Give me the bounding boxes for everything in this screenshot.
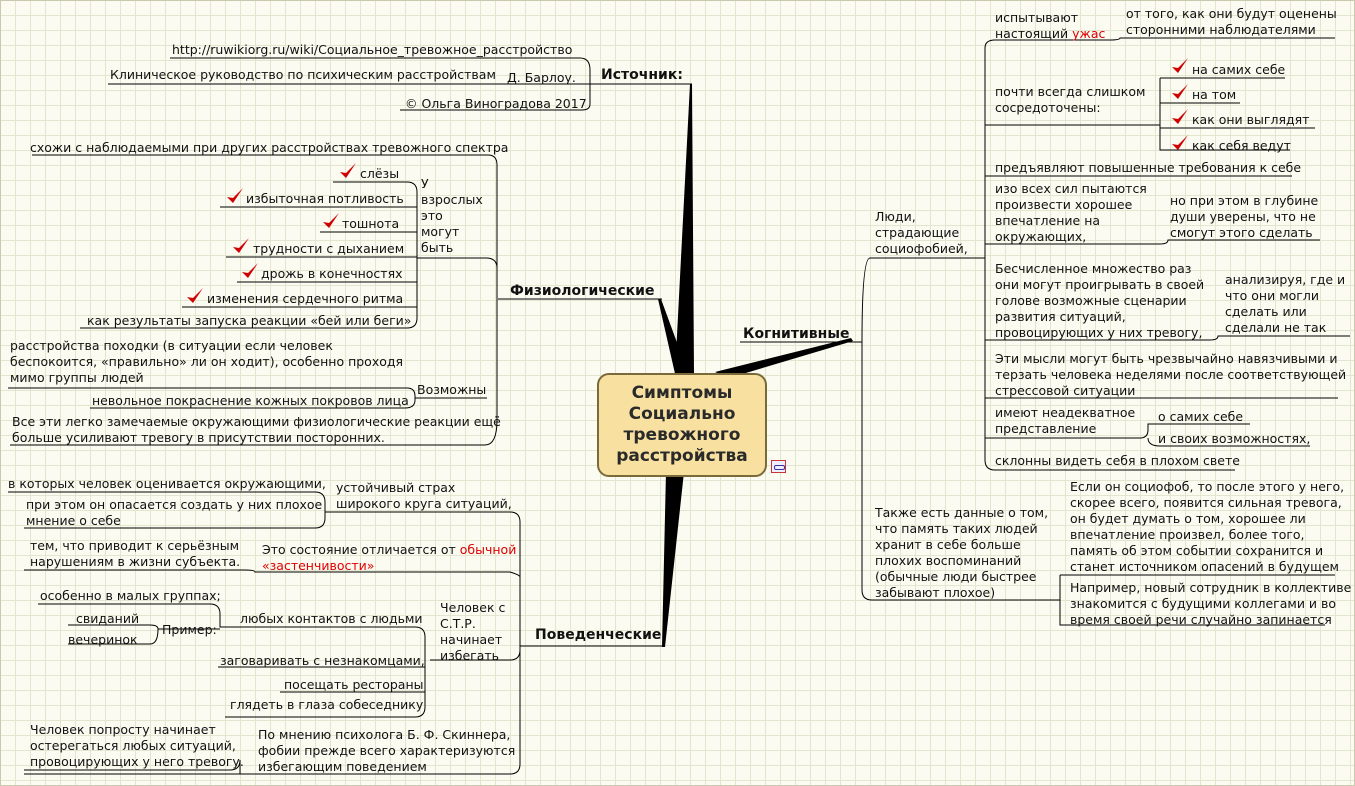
behav-beware[interactable]: Человек попросту начинает остерегаться л… [30, 722, 244, 769]
check-icon [187, 288, 203, 303]
physio-gait[interactable]: расстройства походки (в ситуации если че… [10, 338, 404, 385]
check-icon [1172, 135, 1188, 150]
check-icon [323, 213, 339, 228]
behav-evaluated[interactable]: в которых человек оценивается окружающим… [8, 476, 326, 491]
cog-focus-item[interactable]: на том [1192, 87, 1237, 102]
behav-small-groups[interactable]: особенно в малых группах; [40, 588, 221, 603]
physio-item[interactable]: слёзы [360, 166, 400, 181]
central-topic[interactable]: Симптомы Социально тревожного расстройст… [597, 373, 767, 477]
cog-obsessive[interactable]: Эти мысли могут быть чрезвычайно навязчи… [995, 351, 1347, 398]
check-icon [233, 238, 249, 253]
cog-of-self[interactable]: о самих себе [1158, 409, 1244, 424]
cog-scenarios[interactable]: Бесчисленное множество раз они могут про… [995, 261, 1205, 340]
physio-noticed[interactable]: Все эти легко замечаемые окружающими физ… [12, 414, 501, 445]
physio-item[interactable]: избыточная потливость [246, 191, 404, 206]
check-icon [1172, 84, 1188, 99]
behav-eyes[interactable]: глядеть в глаза собеседнику [230, 697, 424, 712]
check-icon [242, 263, 258, 278]
source-guide[interactable]: Клиническое руководство по психическим р… [110, 67, 496, 82]
check-icon [1172, 58, 1188, 73]
behav-contacts[interactable]: любых контактов с людьми [240, 611, 423, 626]
behav-bad-opinion[interactable]: при этом он опасается создать у них плох… [26, 497, 323, 528]
behav-strangers[interactable]: заговаривать с незнакомцами, [220, 653, 425, 668]
behav-differs-text: Это состояние отличается от [262, 542, 460, 557]
physio-item[interactable]: тошнота [342, 216, 400, 231]
physio-fight[interactable]: как результаты запуска реакции «бей или … [87, 313, 412, 328]
branch-cog[interactable]: Когнитивные [743, 326, 850, 342]
cog-bad-light[interactable]: склонны видеть себя в плохом свете [995, 453, 1240, 468]
cog-inadequate[interactable]: имеют неадекватное представление [995, 405, 1136, 436]
cog-if-phobe[interactable]: Если он социофоб, то после этого у него,… [1070, 479, 1345, 574]
behav-example[interactable]: Пример: [162, 622, 217, 637]
physio-adults[interactable]: У взрослых это могут быть [421, 176, 483, 255]
cog-memory[interactable]: Также есть данные о том, что память таки… [875, 505, 1049, 600]
behav-fear[interactable]: устойчивый страх широкого круга ситуаций… [336, 480, 512, 511]
cog-abilities[interactable]: и своих возможностях, [1158, 431, 1311, 446]
cog-focused[interactable]: почти всегда слишком сосредоточены: [995, 84, 1146, 115]
cog-example[interactable]: Например, новый сотрудник в коллективе з… [1070, 580, 1352, 627]
behav-serious[interactable]: тем, что приводит к серьёзным нарушениям… [30, 538, 241, 569]
cog-people[interactable]: Люди, страдающие социофобией, [875, 209, 968, 256]
cog-horror[interactable]: испытывают настоящий ужас [995, 10, 1105, 42]
cog-focus-item[interactable]: как они выглядят [1192, 112, 1310, 127]
check-icon [227, 188, 243, 203]
cog-impress[interactable]: изо всех сил пытаются произвести хорошее… [995, 181, 1147, 244]
physio-blush[interactable]: невольное покраснение кожных покровов ли… [92, 393, 409, 408]
cog-judged[interactable]: от того, как они будут оценены сторонним… [1126, 6, 1337, 37]
check-icon [340, 163, 356, 178]
link-icon[interactable] [771, 460, 786, 473]
behav-differs[interactable]: Это состояние отличается от обычной «зас… [262, 542, 516, 574]
behav-restaurants[interactable]: посещать рестораны [284, 677, 424, 692]
check-icon [1172, 109, 1188, 124]
source-url[interactable]: http://ruwikiorg.ru/wiki/Социальное_трев… [172, 42, 573, 57]
behav-skinner[interactable]: По мнению психолога Б. Ф. Скиннера, фоби… [258, 727, 516, 774]
behav-avoids[interactable]: Человек с С.Т.Р. начинает избегать [440, 600, 506, 663]
cog-analyzing[interactable]: анализируя, где и что они могли сделать … [1225, 272, 1346, 335]
cog-focus-item[interactable]: на самих себе [1192, 62, 1286, 77]
source-copyright[interactable]: © Ольга Виноградова 2017 [405, 96, 587, 111]
branch-source[interactable]: Источник: [601, 67, 683, 83]
cog-but-deep[interactable]: но при этом в глубине души уверены, что … [1170, 193, 1319, 240]
physio-similar[interactable]: схожи с наблюдаемыми при других расстрой… [30, 140, 509, 155]
behav-differs-red: обычной «застенчивости» [262, 542, 517, 573]
behav-dates[interactable]: свиданий [76, 611, 140, 626]
source-author[interactable]: Д. Барлоу. [507, 70, 576, 85]
physio-item[interactable]: дрожь в конечностях [261, 266, 403, 281]
branch-physio[interactable]: Физиологические [510, 283, 655, 299]
branch-behav[interactable]: Поведенческие [535, 627, 662, 643]
cog-horror-red: ужас [1072, 26, 1106, 41]
cog-horror-text: испытывают настоящий [995, 10, 1079, 41]
physio-item[interactable]: изменения сердечного ритма [207, 291, 404, 306]
cog-focus-item[interactable]: как себя ведут [1192, 138, 1291, 153]
cog-demands[interactable]: предъявляют повышенные требования к себе [995, 160, 1302, 175]
behav-parties[interactable]: вечеринок [68, 632, 138, 647]
physio-possible[interactable]: Возможны [417, 382, 487, 397]
physio-item[interactable]: трудности с дыханием [253, 241, 405, 256]
